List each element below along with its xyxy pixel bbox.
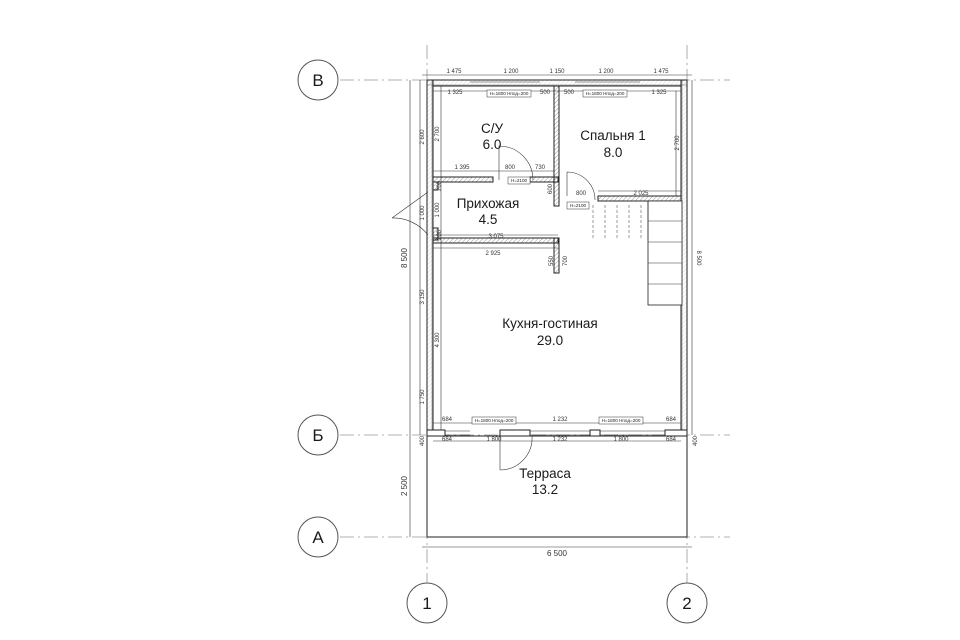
room-name: Спальня 1: [580, 128, 646, 143]
axis-label: В: [312, 71, 323, 90]
dim-left-total: 8 500: [400, 247, 409, 268]
dim-text: 3 150: [420, 289, 426, 305]
dim-hall-door: 800: [576, 191, 587, 197]
room-name: Прихожая: [457, 196, 520, 211]
room-bedroom: Спальня 1 8.0: [580, 128, 646, 160]
dim-overall-width: 6 500: [547, 549, 568, 558]
window-tag: H=1800 Hпод=200: [602, 418, 641, 423]
dim-bath-bottom: 1 395 800 730: [454, 165, 545, 171]
dim-hall-wall: 3 075 2 925: [485, 234, 504, 257]
dim-text: 2 025: [633, 191, 649, 197]
door-tag: H=2100: [511, 178, 528, 183]
dim-text: 400: [420, 435, 426, 446]
dim-text: 1 325: [651, 90, 667, 96]
room-area: 4.5: [479, 212, 498, 227]
dim-text: 1 325: [447, 90, 463, 96]
dim-stair-width: 2 025: [633, 191, 649, 197]
dim-text: 500: [540, 90, 551, 96]
doors: [391, 145, 596, 471]
dim-top-outer: 1 475 1 200 1 150 1 200 1 475: [446, 69, 669, 75]
axis-bubble-b: В: [297, 59, 339, 101]
dim-text: 1 800: [613, 437, 629, 443]
dim-text: 1 395: [454, 165, 470, 171]
dim-text: 1 800: [486, 437, 502, 443]
dim-top-inner: 1 325 500 500 1 325: [447, 90, 667, 96]
dim-left-inner: 2 700 1 000 4 300: [435, 126, 441, 348]
axis-label: Б: [312, 426, 323, 445]
dim-text: 3 075: [488, 234, 504, 240]
dim-text: 6 500: [547, 549, 568, 558]
room-terrace: Терраса 13.2: [519, 466, 571, 497]
dim-terrace-depth: 2 500: [400, 475, 409, 496]
dim-text: 600: [548, 183, 554, 194]
axis-label: 2: [682, 594, 691, 613]
room-name: С/У: [481, 121, 504, 136]
dim-text: 1 150: [549, 69, 565, 75]
dim-text: 1 475: [446, 69, 462, 75]
dim-text: 1 000: [435, 202, 441, 218]
door-tag: H=2100: [570, 203, 587, 208]
room-area: 6.0: [483, 137, 502, 152]
stairs: [592, 200, 683, 306]
dim-text: 200: [437, 180, 443, 191]
interior-walls: [432, 85, 682, 274]
dim-text: 2 925: [485, 251, 501, 257]
dim-text: 8 500: [695, 250, 701, 266]
dim-right-inner: 2 700 400: [675, 135, 699, 446]
window-tags: H=1800 Hпод=200 H=1800 Hпод=200 H=1800 H…: [471, 89, 644, 425]
room-area: 8.0: [604, 145, 623, 160]
window-tag: H=1800 Hпод=200: [490, 91, 529, 96]
dim-text: 2 700: [675, 135, 681, 151]
dim-text: 684: [442, 437, 453, 443]
dim-text: 684: [666, 437, 677, 443]
dim-kitchen-bottom-outer: 684 1 800 1 232 1 800 684: [442, 437, 677, 443]
dim-text: 684: [442, 417, 453, 423]
axis-bubble-2: 2: [666, 582, 708, 624]
window-tag: H=1800 Hпод=200: [475, 418, 514, 423]
dim-text: 800: [505, 165, 516, 171]
dim-text: 2 700: [435, 126, 441, 142]
terrace-outline: [426, 435, 688, 538]
dim-text: 550: [549, 255, 555, 266]
dim-text: 400: [693, 435, 699, 446]
dim-text: 200: [437, 229, 443, 240]
room-area: 13.2: [532, 482, 558, 497]
dim-text: 1 200: [598, 69, 614, 75]
room-name: Терраса: [519, 466, 571, 481]
dim-text: 1 475: [653, 69, 669, 75]
dim-text: 1 750: [420, 389, 426, 405]
dim-text: 2 600: [420, 129, 426, 145]
dim-text: 8 500: [400, 247, 409, 268]
room-hall: Прихожая 4.5: [457, 196, 520, 227]
axis-bubble-bb: Б: [297, 414, 339, 456]
dim-text: 1 232: [552, 417, 568, 423]
axis-bubble-1: 1: [406, 582, 448, 624]
dim-kitchen-bottom-inner: 684 1 232 684: [442, 417, 677, 423]
axis-label: А: [312, 528, 324, 547]
dim-text: 730: [535, 165, 546, 171]
dim-text: 1 000: [420, 205, 426, 221]
dim-text: 684: [666, 417, 677, 423]
dim-right-total: 8 500: [695, 250, 701, 266]
axis-bubble-a: А: [297, 516, 339, 558]
room-area: 29.0: [537, 333, 563, 348]
dim-text: 500: [564, 90, 575, 96]
dim-text: 4 300: [435, 332, 441, 348]
room-kitchen: Кухня-гостиная 29.0: [502, 316, 598, 348]
axis-label: 1: [422, 594, 431, 613]
dim-left-chain: 2 600 1 000 3 150 1 750 400: [420, 129, 426, 446]
room-bathroom: С/У 6.0: [481, 121, 504, 152]
room-name: Кухня-гостиная: [502, 316, 598, 331]
dim-text: 1 232: [552, 437, 568, 443]
dim-text: 1 200: [503, 69, 519, 75]
dim-text: 800: [576, 191, 587, 197]
window-tag: H=1800 Hпод=200: [586, 91, 625, 96]
dim-text: 700: [563, 255, 569, 266]
axis-lines: [340, 45, 730, 585]
dim-text: 2 500: [400, 475, 409, 496]
dim-small-vertical: 600 550 700 200 200: [437, 180, 569, 266]
